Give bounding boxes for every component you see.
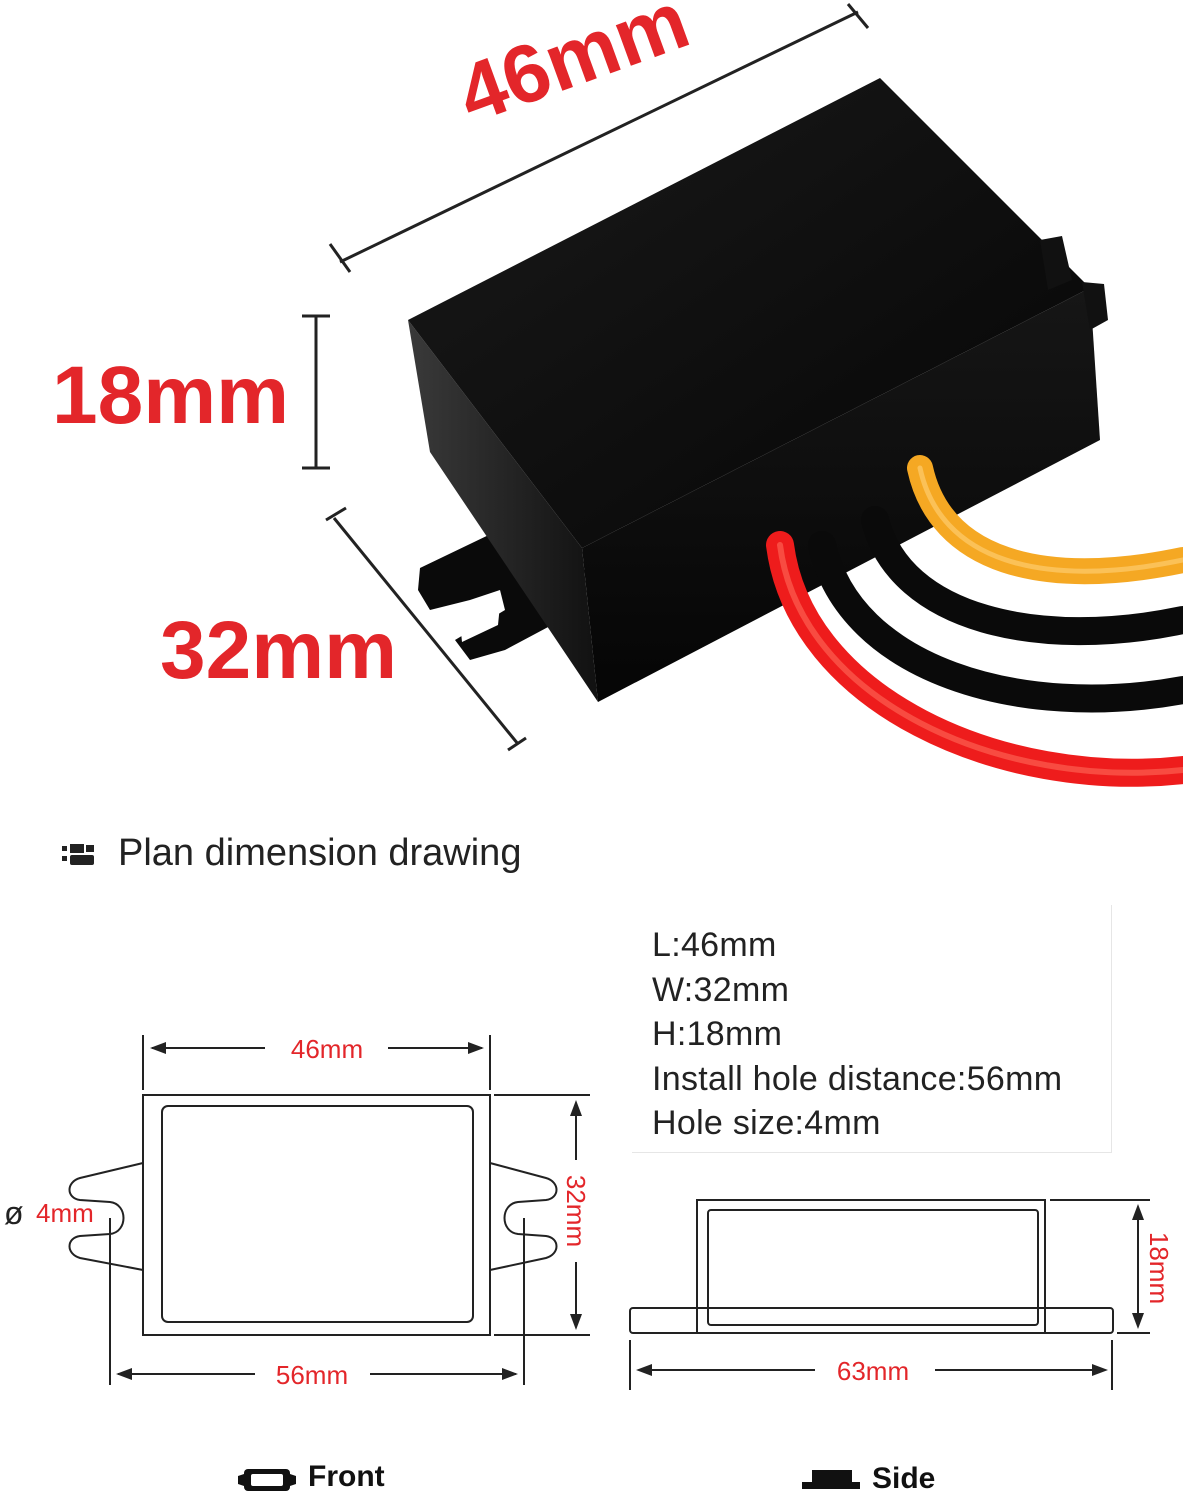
product-illustration <box>302 3 1183 787</box>
wires <box>766 455 1183 787</box>
black-wire-2 <box>808 531 1183 713</box>
spec-hole-distance: Install hole distance:56mm <box>652 1059 1063 1098</box>
front-bottom-dim: 56mm <box>276 1360 348 1390</box>
side-right-dim: 18mm <box>1144 1232 1174 1304</box>
width-label: 32mm <box>160 605 398 696</box>
specs-panel: L:46mm W:32mm H:18mm Install hole distan… <box>632 905 1112 1153</box>
spec-hole-size: Hole size:4mm <box>652 1104 881 1142</box>
spec-length: L:46mm <box>652 926 777 964</box>
converter-module <box>408 78 1108 702</box>
front-top-dim: 46mm <box>291 1034 363 1064</box>
front-view-drawing: 46mm 56mm 32mm ø 4mm <box>4 1034 591 1390</box>
spec-width: W:32mm <box>652 970 790 1009</box>
side-bottom-dim: 63mm <box>837 1356 909 1386</box>
width-dimension-line <box>325 506 527 752</box>
hole-size-dim: 4mm <box>36 1198 94 1228</box>
section-title: Plan dimension drawing <box>118 832 522 874</box>
side-view-icon <box>802 1470 860 1489</box>
height-dimension-line <box>302 314 330 470</box>
length-dimension-line <box>328 3 870 273</box>
drawing-icon <box>62 844 94 865</box>
side-view-drawing: 18mm 63mm <box>629 1199 1174 1390</box>
spec-height: H:18mm <box>652 1015 783 1053</box>
front-right-dim: 32mm <box>561 1175 591 1247</box>
front-view-icon <box>238 1469 296 1491</box>
black-wire-1 <box>861 506 1183 646</box>
hole-diameter-symbol: ø <box>4 1195 24 1231</box>
height-label: 18mm <box>52 350 290 441</box>
front-view-label: Front <box>308 1460 385 1493</box>
side-view-label: Side <box>872 1462 936 1495</box>
